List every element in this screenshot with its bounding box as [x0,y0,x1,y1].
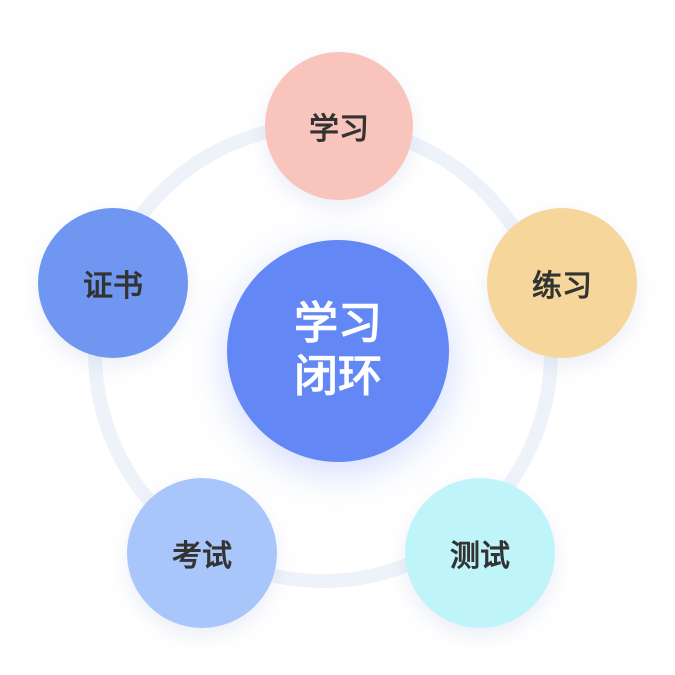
node-label: 练习 [532,269,592,304]
node-label: 考试 [172,539,232,574]
node-label: 测试 [450,539,510,574]
node-label: 证书 [83,269,143,304]
node-certificate: 证书 [38,208,188,358]
node-test: 测试 [405,478,555,628]
center-circle: 学习 闭环 [227,240,449,462]
node-exam: 考试 [127,478,277,628]
node-practice: 练习 [487,208,637,358]
center-line2: 闭环 [294,351,382,402]
node-study: 学习 [265,52,413,200]
node-label: 学习 [309,112,369,147]
center-line1: 学习 [294,298,382,350]
